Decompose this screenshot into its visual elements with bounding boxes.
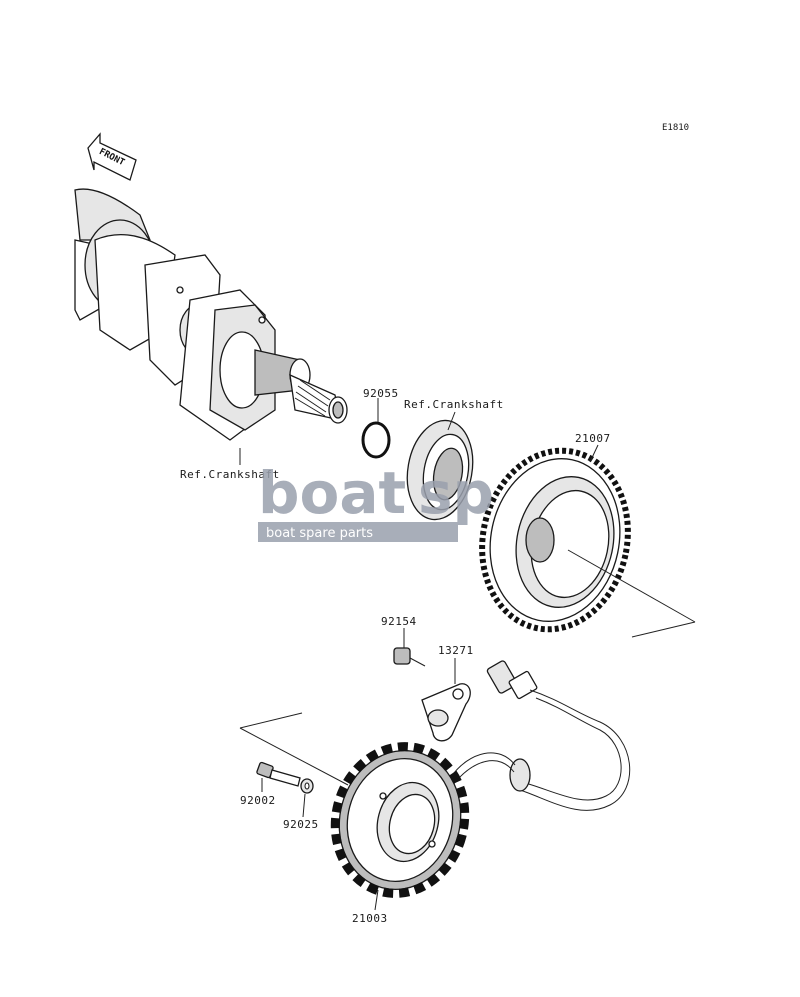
watermark-brand-tail: sp (418, 459, 494, 527)
label-21003: 21003 (352, 912, 388, 925)
watermark-tagline: boat spare parts (266, 526, 373, 541)
washer-drawing (300, 778, 314, 794)
watermark-bar (258, 522, 458, 542)
seal-drawing (406, 419, 474, 521)
plate-drawing (421, 683, 471, 742)
front-arrow-icon: FRONT (87, 132, 137, 181)
flywheel-drawing (479, 447, 631, 633)
screw-drawing (393, 647, 426, 667)
watermark: boat sp boat spare parts (258, 459, 494, 542)
oring-drawing (361, 421, 391, 459)
diagram-code: E1810 (662, 123, 689, 133)
watermark-brand: boat (258, 459, 406, 527)
label-crankshaft-ref-lower: Ref.Crankshaft (180, 468, 280, 481)
label-92025: 92025 (283, 818, 319, 831)
leader-lines (239, 398, 696, 911)
label-21007: 21007 (575, 432, 611, 445)
stator-drawing (330, 742, 470, 898)
label-92154: 92154 (381, 615, 417, 628)
label-crankshaft-ref-upper: Ref.Crankshaft (404, 398, 504, 411)
bolt-drawing (256, 761, 301, 787)
label-13271: 13271 (438, 644, 474, 657)
label-92002: 92002 (240, 794, 276, 807)
crankshaft-drawing (74, 188, 348, 441)
harness-drawing (449, 660, 631, 811)
label-92055: 92055 (363, 387, 399, 400)
